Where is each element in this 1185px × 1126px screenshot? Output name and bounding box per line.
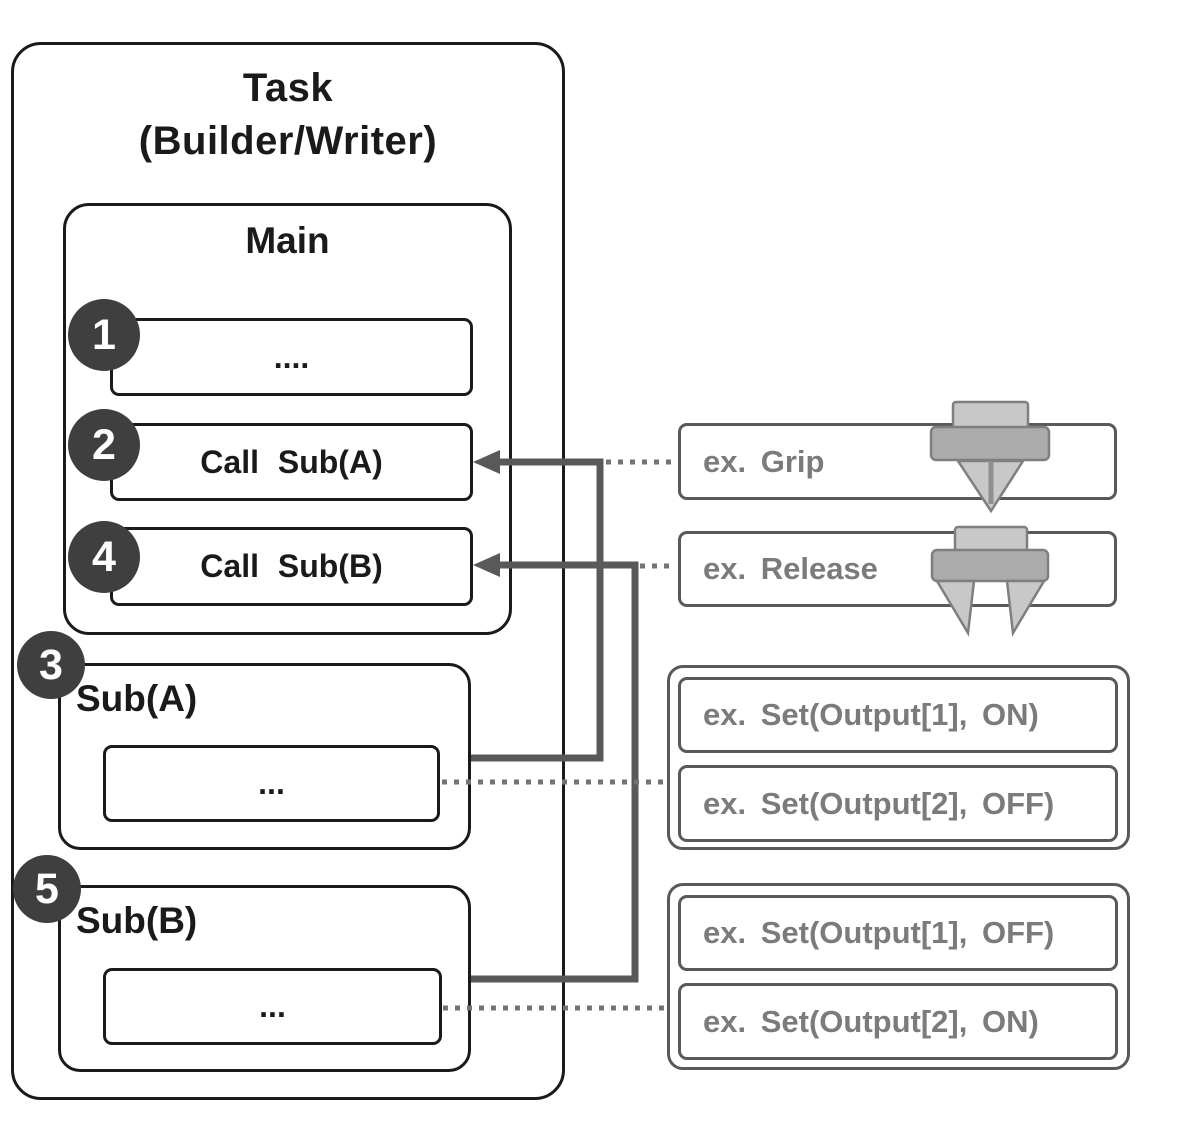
task-title-line2: (Builder/Writer): [138, 119, 438, 163]
main-label: Main: [245, 220, 330, 261]
sub-a-example-1: ex. Set(Output[1], ON): [678, 677, 1118, 753]
task-title: Task (Builder/Writer): [11, 62, 565, 168]
task-title-line1: Task: [242, 66, 334, 110]
sub-b-example-2: ex. Set(Output[2], ON): [678, 983, 1118, 1060]
sub-b-example-1: ex. Set(Output[1], OFF): [678, 895, 1118, 971]
main-step-call-sub-b: Call Sub(B): [110, 527, 473, 606]
sub-b-body: ...: [103, 968, 442, 1045]
step-badge-2: 2: [68, 409, 140, 481]
sub-a-example-2: ex. Set(Output[2], OFF): [678, 765, 1118, 842]
step-badge-1: 1: [68, 299, 140, 371]
step-badge-4: 4: [68, 521, 140, 593]
main-step-dots: ....: [110, 318, 473, 396]
main-step-call-sub-a: Call Sub(A): [110, 423, 473, 501]
sub-b-label: Sub(B): [76, 900, 198, 941]
annotation-release: ex. Release: [678, 531, 1117, 607]
step-badge-5: 5: [13, 855, 81, 923]
step-badge-3: 3: [17, 631, 85, 699]
annotation-grip: ex. Grip: [678, 423, 1117, 500]
main-box: [63, 203, 512, 635]
sub-a-box: [58, 663, 471, 850]
sub-a-body: ...: [103, 745, 440, 822]
sub-a-label: Sub(A): [76, 678, 198, 719]
sub-b-box: [58, 885, 471, 1072]
